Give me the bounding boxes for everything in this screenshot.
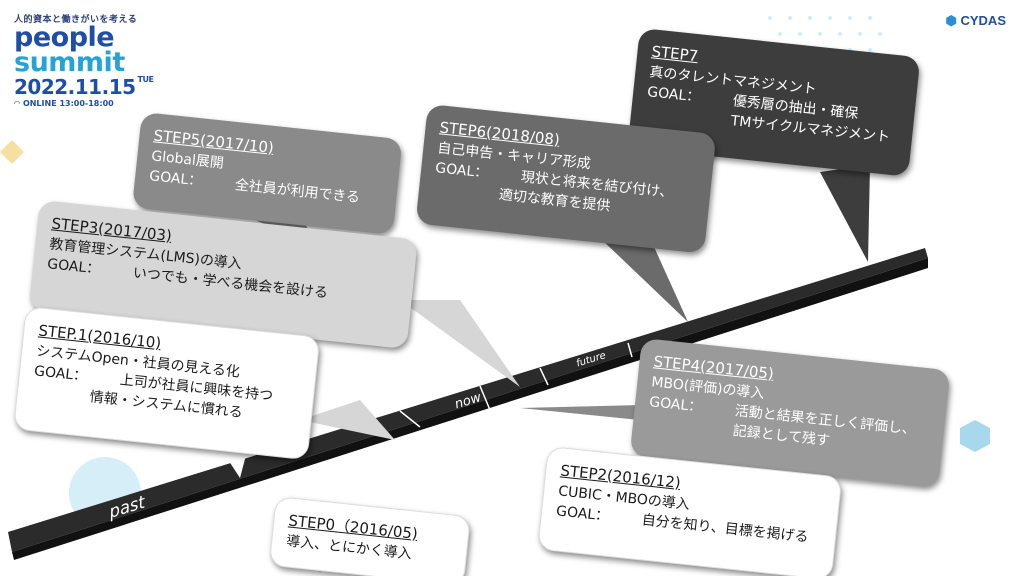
sponsor-name: CYDAS	[960, 13, 1006, 28]
wifi-icon: ◠	[14, 99, 23, 108]
event-tagline: 人的資本と働きがいを考える	[14, 15, 138, 25]
event-day: TUE	[137, 75, 154, 84]
timeline-band	[8, 248, 928, 560]
event-online-time: ONLINE 13:00-18:00	[22, 99, 114, 108]
sponsor-logo: ⬢ CYDAS	[946, 13, 1006, 29]
event-logo-summit: summit	[14, 47, 125, 78]
event-date: 2022.11.15	[14, 75, 136, 99]
yellow-diamond-shape	[0, 140, 24, 164]
event-logo-people: people	[14, 22, 115, 53]
blue-hexagon-shape	[960, 420, 990, 452]
cydas-mark-icon: ⬢	[945, 13, 961, 28]
